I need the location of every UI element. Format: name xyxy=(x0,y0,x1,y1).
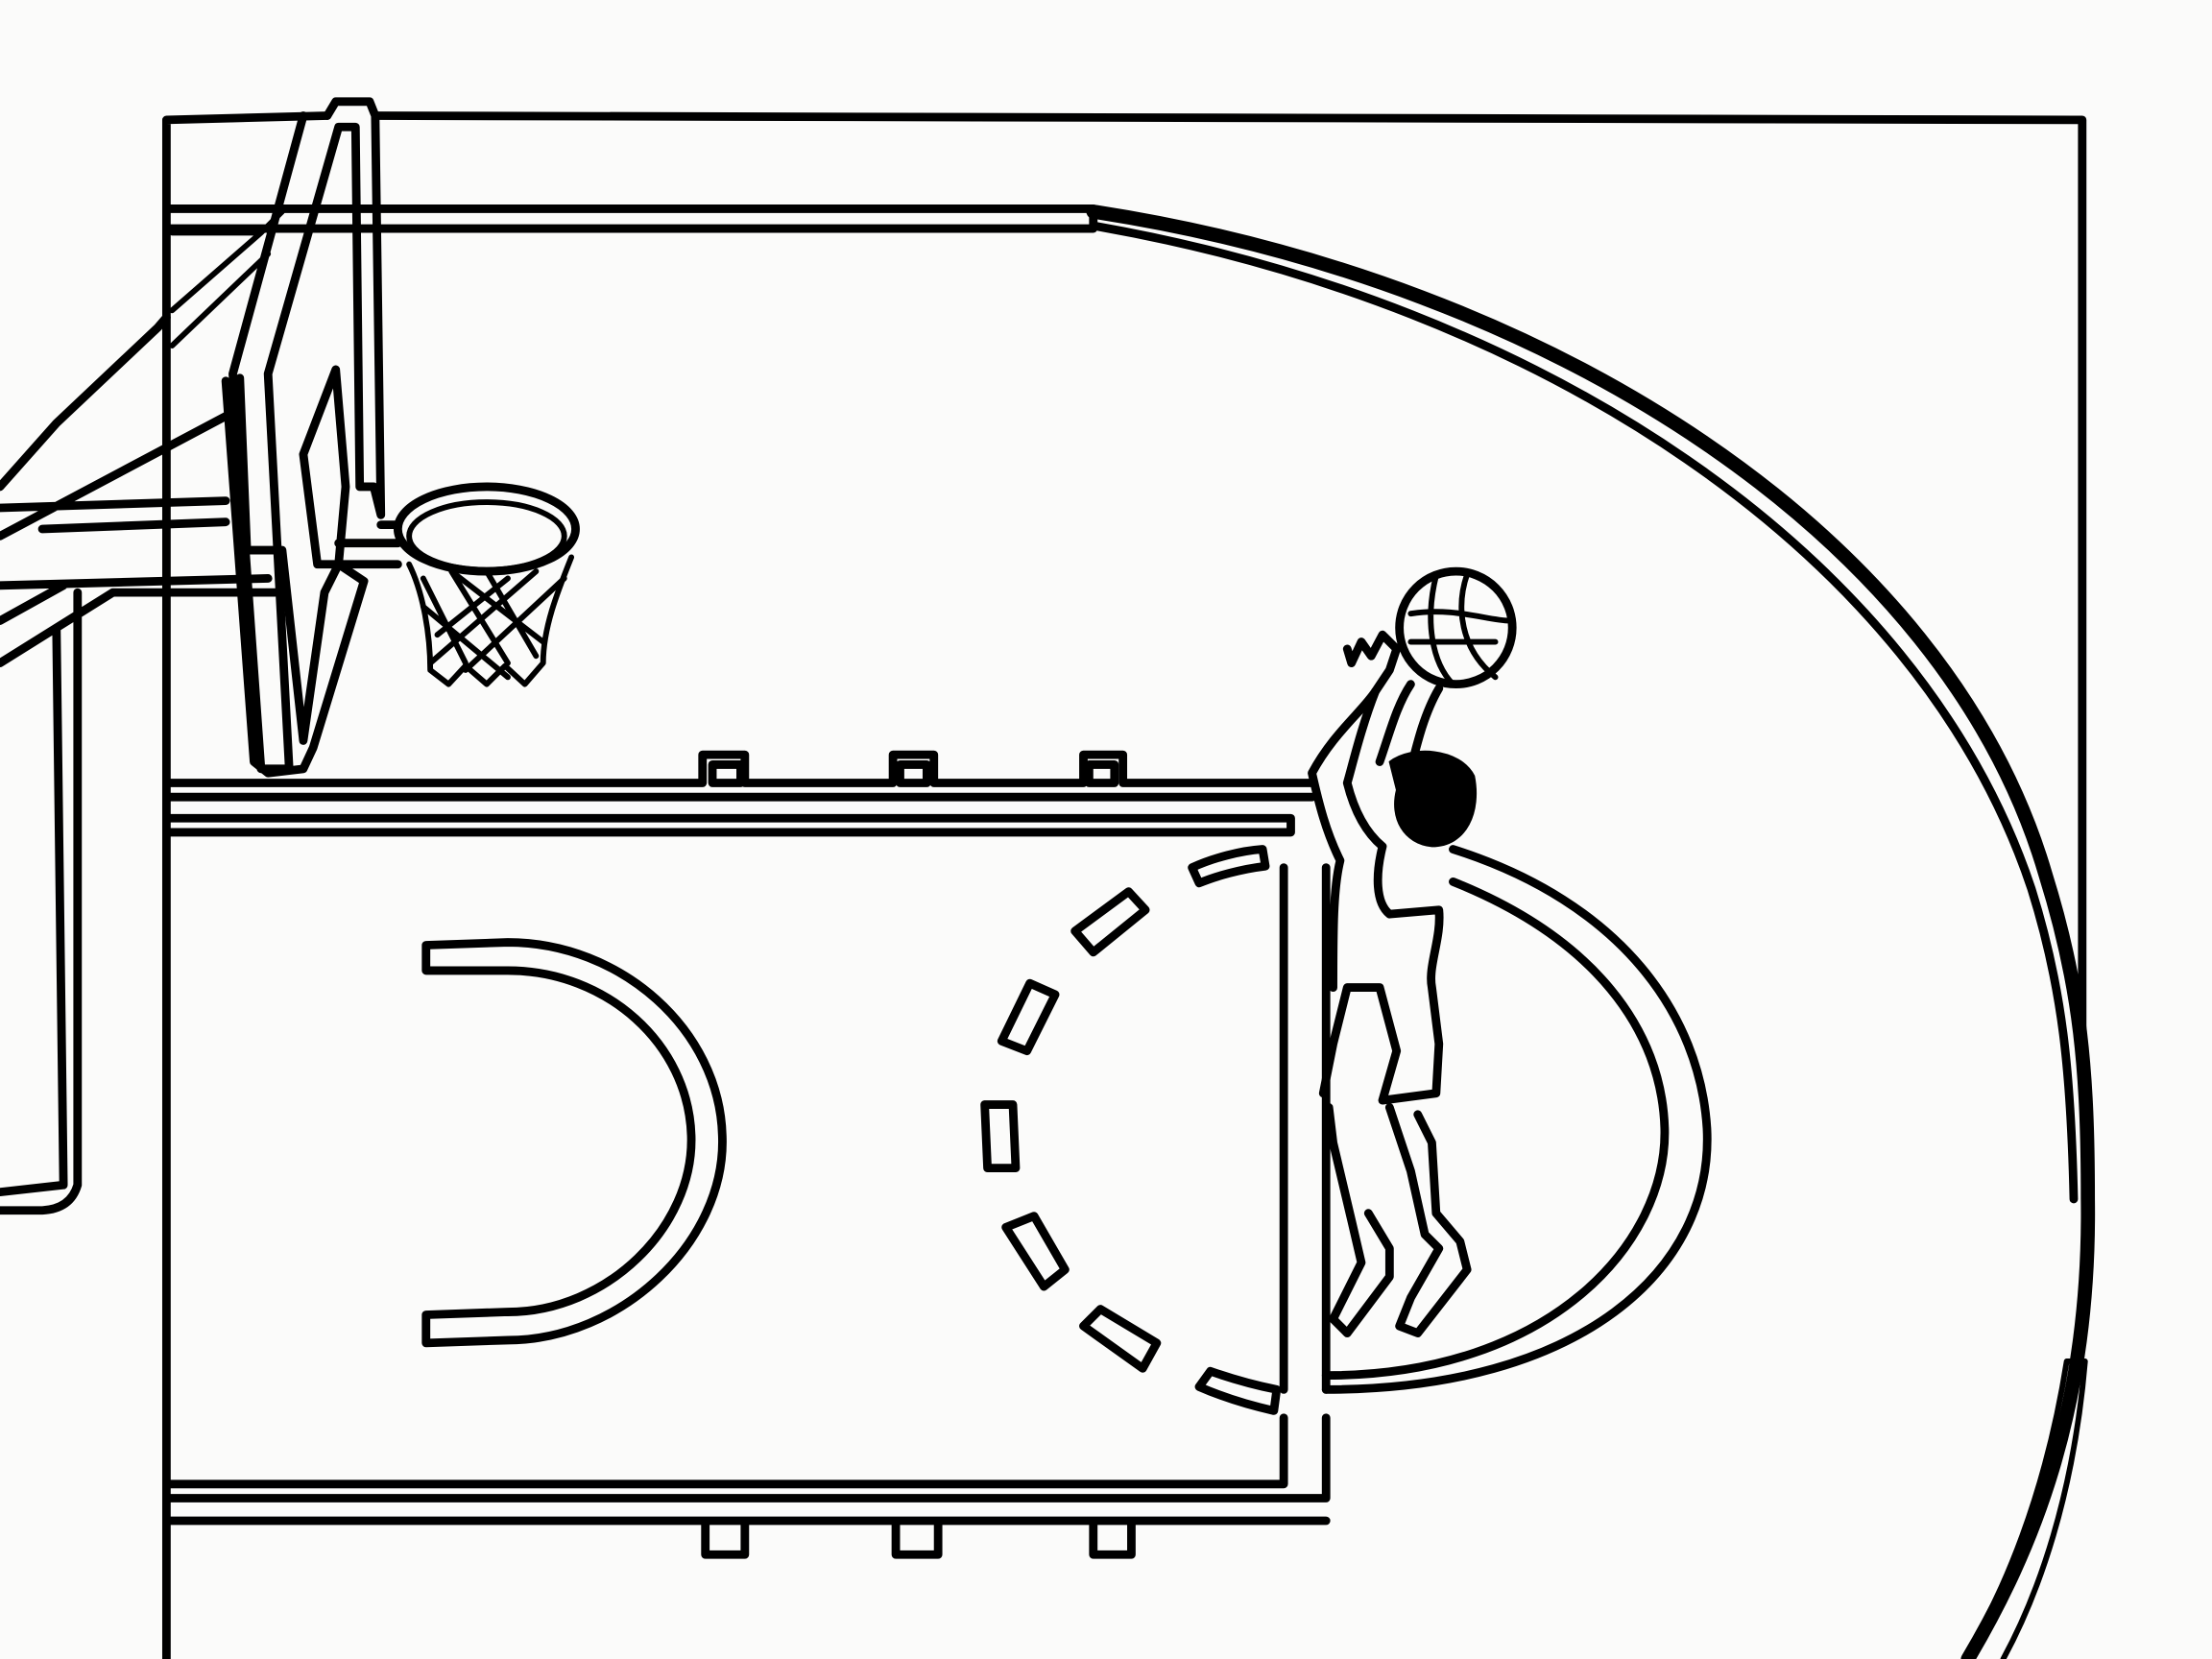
basketball-icon xyxy=(1395,566,1517,689)
court-boundary xyxy=(161,111,2087,1659)
free-throw-circle xyxy=(1321,845,1712,1394)
lane xyxy=(161,750,1331,1559)
three-point-arc xyxy=(1086,204,2096,1659)
player xyxy=(1308,566,1517,1337)
support-arm xyxy=(0,313,279,1215)
backboard xyxy=(169,97,386,778)
restricted-area xyxy=(421,938,727,1348)
net xyxy=(406,554,575,687)
free-throw-dashed-arc xyxy=(980,845,1282,1415)
